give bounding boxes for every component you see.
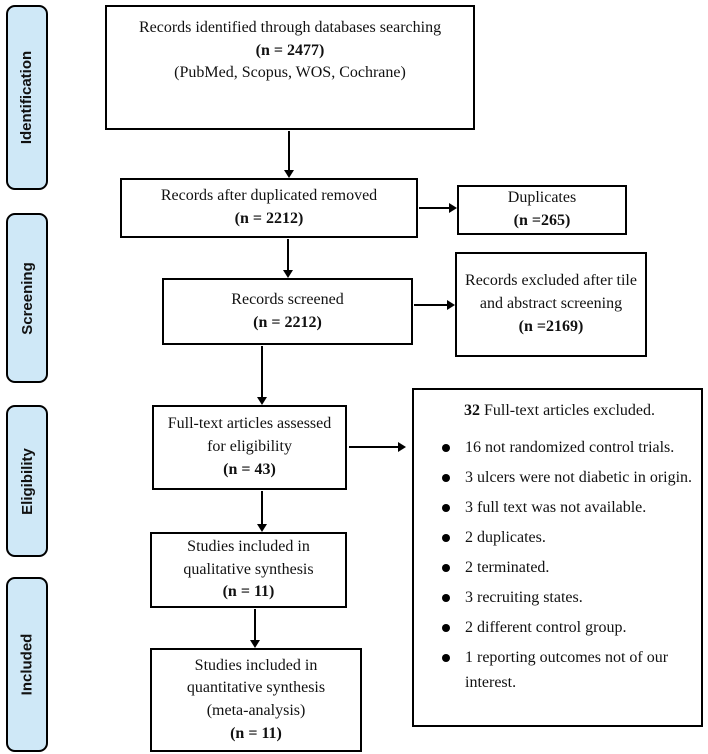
stage-screening: Screening: [6, 213, 48, 383]
records-identified-sources: (PubMed, Scopus, WOS, Cochrane): [174, 64, 406, 82]
bullet-icon: [442, 654, 450, 662]
quantitative-text: Studies included in quantitative synthes…: [186, 656, 326, 697]
arrow-identified-to-after-duplicates: [284, 131, 294, 178]
duplicates-text: Duplicates: [507, 189, 577, 207]
exclusion-reason-item: 1 reporting outcomes not of our interest…: [442, 645, 693, 695]
arrow-after-duplicates-to-screened: [283, 239, 293, 278]
box-duplicates: Duplicates (n =265): [457, 185, 627, 235]
excluded-screening-count: (n =2169): [518, 317, 584, 335]
full-text-excluded-header: 32 Full-text articles excluded.: [426, 398, 693, 423]
arrow-after-duplicates-to-duplicates: [419, 203, 457, 213]
stage-included-label: Included: [18, 633, 36, 696]
exclusion-reason-item: 3 recruiting states.: [442, 585, 693, 610]
bullet-icon: [442, 594, 450, 602]
full-text-excluded-count: 32: [463, 402, 480, 419]
arrow-qualitative-to-quantitative: [250, 609, 260, 648]
arrow-screened-to-excluded-screening: [414, 300, 455, 310]
full-text-count: (n = 43): [223, 460, 276, 478]
after-duplicates-text: Records after duplicated removed: [160, 187, 378, 205]
after-duplicates-count: (n = 2212): [234, 210, 304, 227]
exclusion-reason-item: 2 different control group.: [442, 615, 693, 640]
screened-text: Records screened: [231, 290, 344, 308]
box-records-screened: Records screened (n = 2212): [162, 278, 413, 345]
stage-eligibility-label: Eligibility: [18, 447, 36, 515]
records-identified-count: (n = 2477): [255, 41, 325, 59]
records-identified-text: Records identified through databases sea…: [138, 19, 442, 36]
bullet-icon: [442, 564, 450, 572]
arrow-full-text-to-excluded: [349, 442, 406, 452]
stage-identification: Identification: [6, 5, 48, 190]
box-full-text-excluded: 32 Full-text articles excluded. 16 not r…: [412, 388, 703, 727]
stage-included: Included: [6, 577, 48, 752]
exclusion-reason-item: 2 terminated.: [442, 555, 693, 580]
box-qualitative-synthesis: Studies included in qualitative synthesi…: [150, 532, 347, 608]
exclusion-reason-item: 16 not randomized control trials.: [442, 435, 693, 460]
full-text-excluded-title: Full-text articles excluded.: [483, 402, 656, 419]
stage-identification-label: Identification: [18, 50, 36, 145]
bullet-icon: [442, 444, 450, 452]
screened-count: (n = 2212): [253, 313, 322, 331]
stage-screening-label: Screening: [18, 261, 36, 335]
box-records-excluded-screening: Records excluded after tile and abstract…: [455, 252, 647, 357]
excluded-screening-text: Records excluded after tile and abstract…: [465, 272, 637, 313]
bullet-icon: [442, 474, 450, 482]
arrow-full-text-to-qualitative: [257, 491, 267, 532]
bullet-icon: [442, 534, 450, 542]
exclusion-reason-item: 3 ulcers were not diabetic in origin.: [442, 465, 693, 490]
exclusion-reason-item: 2 duplicates.: [442, 525, 693, 550]
quantitative-count: (n = 11): [230, 724, 282, 742]
qualitative-text: Studies included in qualitative synthesi…: [183, 537, 314, 578]
bullet-icon: [442, 504, 450, 512]
duplicates-count: (n =265): [513, 212, 571, 229]
box-full-text-assessed: Full-text articles assessed for eligibil…: [152, 405, 347, 490]
box-records-after-duplicates-removed: Records after duplicated removed (n = 22…: [120, 178, 418, 238]
arrow-screened-to-full-text: [257, 346, 267, 405]
exclusion-reason-item: 3 full text was not available.: [442, 495, 693, 520]
qualitative-count: (n = 11): [222, 583, 275, 601]
exclusion-reasons-list: 16 not randomized control trials. 3 ulce…: [426, 435, 693, 700]
quantitative-subtext: (meta-analysis): [206, 702, 306, 719]
bullet-icon: [442, 624, 450, 632]
full-text-text: Full-text articles assessed for eligibil…: [167, 415, 332, 456]
box-records-identified: Records identified through databases sea…: [105, 5, 475, 130]
stage-eligibility: Eligibility: [6, 405, 48, 557]
box-quantitative-synthesis: Studies included in quantitative synthes…: [150, 648, 362, 752]
